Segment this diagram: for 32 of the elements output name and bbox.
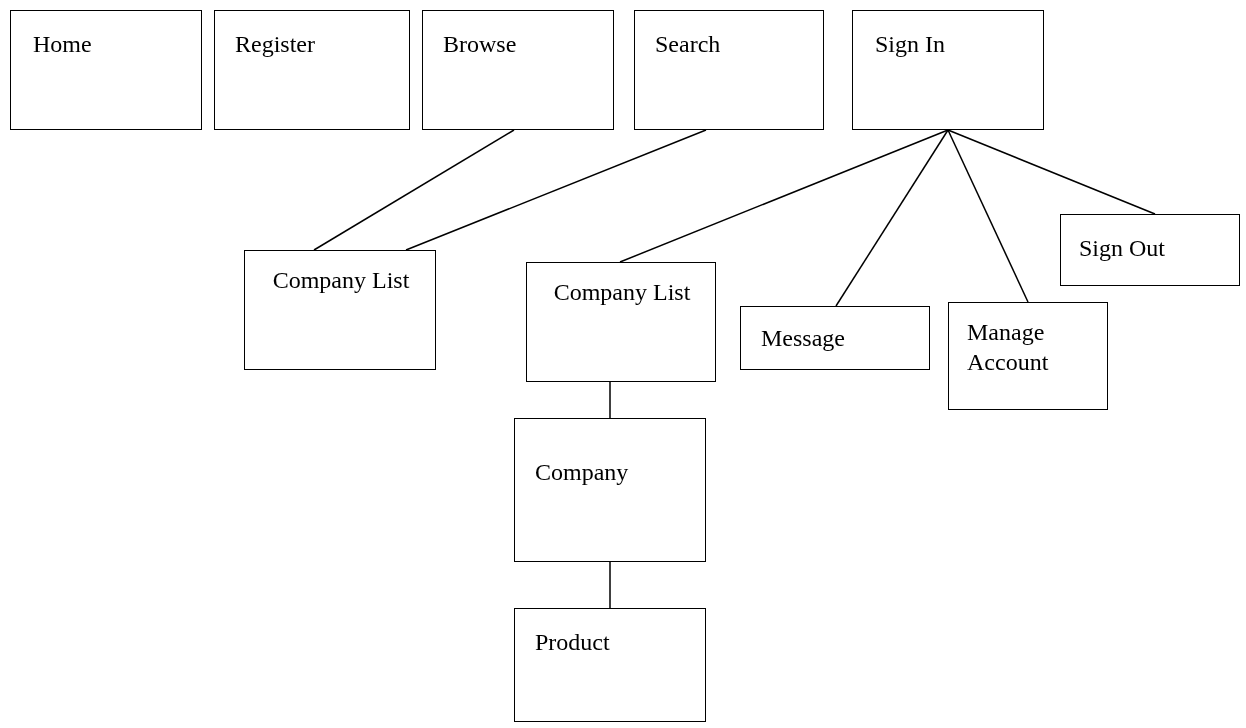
connector-line — [313, 129, 515, 251]
page-name: Sign Out — [1079, 234, 1165, 263]
page-box — [214, 10, 410, 130]
page-name: Register — [235, 30, 315, 59]
page-name: Product — [535, 628, 610, 657]
page-box — [948, 302, 1108, 410]
connector-line — [947, 129, 1029, 303]
page-box — [514, 418, 706, 562]
page-box — [740, 306, 930, 370]
connector-line — [405, 129, 707, 251]
page-box — [852, 10, 1044, 130]
connector-line — [835, 129, 949, 307]
page-box — [526, 262, 716, 382]
page-box — [10, 10, 202, 130]
page-name: Manage Account — [967, 318, 1050, 377]
page-box — [1060, 214, 1240, 286]
page-name: Company List — [271, 266, 411, 295]
connector-line — [609, 561, 611, 609]
page-name: Browse — [443, 30, 517, 59]
page-name: Message — [761, 324, 845, 353]
connector-line — [609, 381, 611, 419]
page-name: Company — [535, 458, 629, 487]
page-name: Company List — [552, 278, 692, 307]
page-box — [244, 250, 436, 370]
connector-line — [947, 129, 1156, 215]
page-box — [514, 608, 706, 722]
page-box — [634, 10, 824, 130]
page-name: Sign In — [875, 30, 945, 59]
page-name: Search — [655, 30, 721, 59]
connector-line — [619, 129, 949, 263]
page-box — [422, 10, 614, 130]
page-name: Home — [33, 30, 92, 59]
